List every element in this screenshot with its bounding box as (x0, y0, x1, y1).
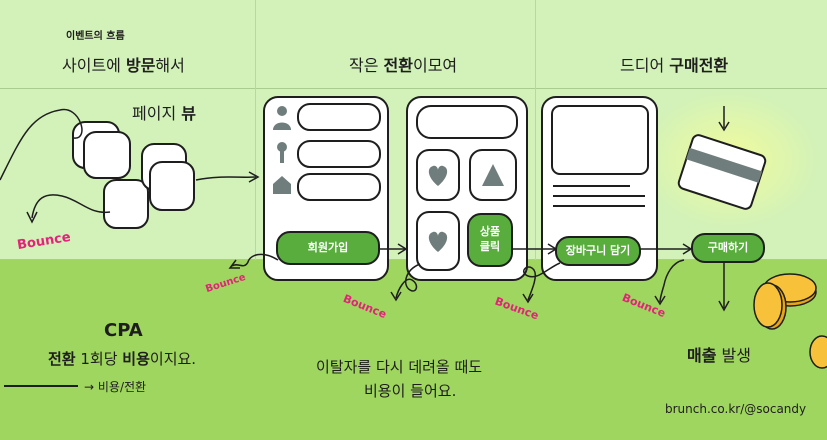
retarget-line-1: 이탈자를 다시 데려올 때도 (316, 358, 483, 376)
add-to-cart-button: 장바구니 담기 (555, 236, 641, 266)
cpa-text: 1회당 (75, 350, 123, 368)
arrowhead (248, 171, 260, 183)
signup-button: 회원가입 (276, 231, 380, 265)
pageview-label: 페이지 뷰 (132, 100, 196, 124)
grid-line (535, 0, 536, 260)
triangle-icon (482, 164, 504, 186)
arrowhead (397, 243, 408, 255)
stage-title-emphasis: 구매전환 (669, 56, 729, 75)
bounce-arrow (659, 259, 685, 303)
bounce-arrow (31, 194, 111, 219)
section-tag: 이벤트의 흐름 (66, 31, 125, 42)
product-image-box (551, 105, 649, 175)
arrowhead (26, 211, 38, 224)
arrowhead (228, 259, 240, 269)
bounce-arrow (523, 262, 561, 301)
cpa-definition: 전환 1회당 비용이지요. (48, 348, 196, 369)
stage-title-text: 해서 (155, 56, 185, 75)
pageview-emphasis: 뷰 (181, 104, 196, 123)
heart-icon (428, 165, 448, 186)
coin-stack (753, 273, 827, 369)
home-icon (273, 176, 291, 194)
arrowhead (654, 295, 666, 306)
visit-path (0, 108, 83, 181)
form-field (297, 103, 381, 131)
stage-title-emphasis: 방문 (125, 56, 156, 75)
revenue-text: 발생 (716, 346, 751, 365)
stage-conversion-title: 작은 전환이모여 (349, 52, 457, 76)
form-field (297, 140, 381, 168)
product-click-button: 상품 클릭 (467, 213, 513, 267)
stage-title-emphasis: 전환 (383, 56, 413, 75)
key-icon (280, 151, 284, 163)
stage-title-text: 드디어 (620, 56, 670, 75)
banner-box (416, 105, 518, 139)
key-icon (277, 142, 287, 152)
arrowhead (718, 121, 730, 132)
arrowhead (522, 293, 534, 304)
arrowhead (718, 300, 730, 312)
user-icon (277, 106, 287, 116)
grid-line (255, 0, 256, 260)
cpa-legend-label: → 비용/전환 (84, 380, 147, 394)
cpa-emphasis: 비용 (122, 350, 150, 368)
pageview-text: 페이지 (132, 104, 182, 123)
heart-icon (428, 231, 448, 252)
arrowhead (390, 291, 402, 302)
user-icon (273, 122, 291, 130)
page-card (149, 161, 195, 211)
flow-arrow (195, 176, 257, 181)
bounce-arrow (231, 253, 279, 267)
credit-text: brunch.co.kr/@socandy (665, 402, 807, 416)
cpa-text: 이지요. (149, 350, 197, 368)
credit-card (677, 134, 767, 210)
purchase-button: 구매하기 (691, 233, 765, 263)
stage-purchase-title: 드디어 구매전환 (620, 52, 728, 76)
retarget-line-2: 비용이 들어요. (364, 382, 457, 400)
bounce-arrow (395, 263, 421, 299)
stage-title-text: 사이트에 (62, 56, 126, 75)
lower-band (0, 260, 827, 440)
stage-title-text: 이모여 (412, 56, 458, 75)
cpa-emphasis: 전환 (48, 350, 76, 368)
stage-title-text: 작은 (349, 56, 384, 75)
page-card (83, 131, 131, 179)
revenue-label: 매출 발생 (687, 342, 751, 366)
form-field (297, 173, 381, 201)
revenue-emphasis: 매출 (687, 346, 717, 365)
page-card-stack (72, 121, 195, 229)
grid-line (0, 88, 827, 89)
cpa-title: CPA (104, 320, 143, 341)
stage-visit-title: 사이트에 방문해서 (62, 52, 185, 76)
page-card (103, 179, 149, 229)
